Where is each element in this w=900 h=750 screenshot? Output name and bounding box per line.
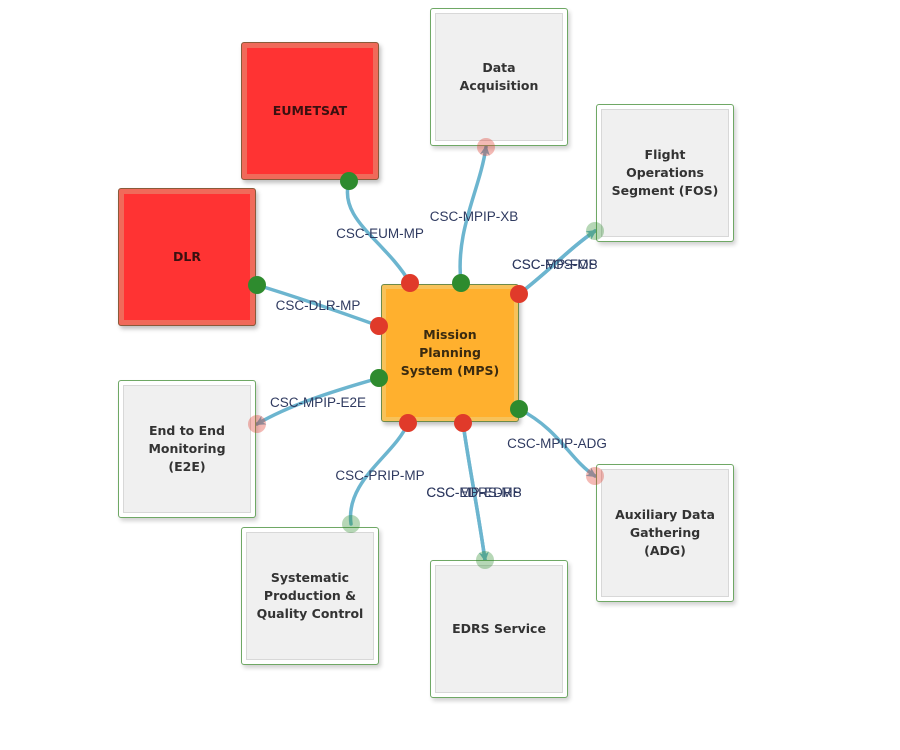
edge-label-prip-mp: CSC-PRIP-MP (335, 468, 424, 483)
node-label: DLR (173, 249, 201, 264)
edge-label-mpip-adg: CSC-MPIP-ADG (507, 436, 607, 451)
node-label: End to End Monitoring (E2E) (148, 423, 226, 474)
node-edrs[interactable]: EDRS Service (430, 560, 568, 698)
node-label: EUMETSAT (272, 103, 348, 118)
node-spqc[interactable]: Systematic Production & Quality Control (241, 527, 379, 665)
node-label: EDRS Service (452, 621, 546, 636)
edge-mpip-adg[interactable] (517, 407, 597, 478)
node-fos[interactable]: Flight Operations Segment (FOS) (596, 104, 734, 242)
node-label: Auxiliary Data Gathering (ADG) (615, 507, 715, 558)
node-label: Mission Planning System (MPS) (400, 327, 500, 378)
edge-label-mp-edrs: CSC-MP-EDRS (426, 485, 521, 500)
node-label: Data Acquisition (459, 60, 539, 93)
node-label: Systematic Production & Quality Control (256, 570, 364, 621)
node-e2e[interactable]: End to End Monitoring (E2E) (118, 380, 256, 518)
node-data-acquisition[interactable]: Data Acquisition (430, 8, 568, 146)
edge-label-mpip-e2e: CSC-MPIP-E2E (270, 395, 366, 410)
node-label: Flight Operations Segment (FOS) (611, 147, 719, 198)
edge-label-edrs-mp: CSC-EDRS-MP (426, 485, 521, 500)
edge-eum-mp[interactable] (345, 179, 412, 285)
node-adg[interactable]: Auxiliary Data Gathering (ADG) (596, 464, 734, 602)
edge-labels-layer: CSC-EUM-MP CSC-DLR-MP CSC-MPIP-XB CSC-MP-FO… (270, 209, 607, 500)
edge-label-dlr-mp: CSC-DLR-MP (276, 298, 361, 313)
node-dlr[interactable]: DLR (118, 188, 256, 326)
edge-label-mpip-xb: CSC-MPIP-XB (430, 209, 519, 224)
edge-mp-edrs[interactable] (461, 421, 489, 562)
edge-dlr-mp[interactable] (255, 283, 381, 329)
node-mps[interactable]: Mission Planning System (MPS) (381, 284, 519, 422)
node-eumetsat[interactable]: EUMETSAT (241, 42, 379, 180)
edge-label-mp-fos: CSC-MP-FOS (512, 257, 598, 272)
edge-mpip-xb[interactable] (458, 145, 490, 285)
edge-label-fos-mp: CSC-FOS-MP (512, 257, 598, 272)
edge-label-eum-mp: CSC-EUM-MP (336, 226, 424, 241)
edge-prip-mp[interactable] (348, 421, 410, 526)
edge-mpip-e2e[interactable] (255, 376, 381, 426)
